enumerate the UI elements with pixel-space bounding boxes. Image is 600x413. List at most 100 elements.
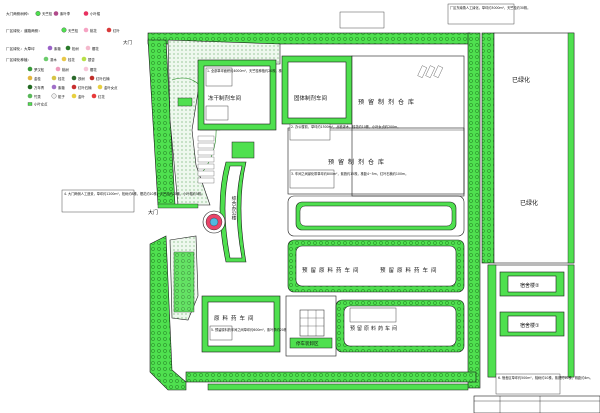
dorm-1-label: 宿舍楼① (520, 322, 540, 329)
tree-icon (106, 27, 112, 33)
legend-item: 紫薇 (58, 85, 65, 90)
note-box-bottom-right (495, 373, 561, 395)
legend-item: 小叶榕 (90, 11, 101, 16)
tree-icon (71, 93, 77, 99)
legend-item: 天竺桂 (42, 11, 53, 16)
api-workshop: 原料药车间 5. 预留原料药车间之间草坪约600m²，紫叶李约20株，株距4~5… (201, 295, 310, 353)
tree-icon (83, 27, 89, 33)
legend-row-0: 大门两侧树种： 天竺桂 紫叶李 小叶榕 (6, 11, 101, 16)
legend-item: 金叶女贞 (104, 85, 118, 90)
greened-label-1: 已绿化 (512, 76, 530, 84)
powder-workshop-label: 冻干制剂车间 (208, 94, 241, 102)
legend-item: 红叶 (113, 28, 120, 33)
tree-icon (83, 66, 89, 72)
legend-row-label: 大门两侧树种： (6, 11, 31, 16)
legend-item: 红叶石楠 (78, 85, 92, 90)
tree-icon (83, 11, 89, 16)
legend-item: 桂花 (68, 57, 75, 62)
vehicle-icons (417, 65, 444, 78)
solid-workshop: 固体制剂车间 (281, 55, 353, 125)
tree-icon (81, 56, 87, 62)
tree-icon (27, 75, 33, 81)
note-6: 6. 宿舍区草坪约500m²，桃树约10株，紫薇约10株，株距约4m。 (498, 375, 593, 380)
office-building: 综合办公楼 (219, 141, 255, 263)
legend-row-7: 竹类 栀子 金叶 红花 (27, 93, 105, 99)
reserve-api-area: 预留原料药车间 预留原料药车间 (287, 195, 465, 293)
tree-icon (35, 11, 41, 16)
legend-item: 栀子 (58, 94, 65, 99)
legend-item: 天竺桂 (68, 28, 79, 33)
tree-icon (51, 84, 57, 90)
gate-hedge (157, 203, 199, 209)
note-box-top (339, 11, 385, 29)
legend-row-4: 罗汉松 桃树 樱花 (27, 66, 97, 72)
reserve-api-label-2: 预留原料药车间 (380, 266, 440, 274)
legend: 大门两侧树种： 天竺桂 紫叶李 小叶榕 厂区绿化：道路两侧： 天竺桂 桃花 红叶… (6, 11, 120, 107)
api-workshop-label: 原料药车间 (214, 314, 257, 322)
central-plaza (202, 210, 226, 234)
grid-building (299, 309, 325, 337)
loading-area: 停车装卸区 (285, 295, 337, 357)
tree-icon (91, 93, 97, 99)
tree-icon (27, 93, 33, 99)
tree-icon (61, 27, 67, 33)
legend-item: 万年青 (34, 85, 45, 90)
legend-item: 桃树 (62, 67, 69, 72)
legend-item: 金叶 (78, 94, 85, 99)
tree-icon (27, 66, 33, 72)
greened-label-2: 已绿化 (520, 199, 538, 207)
legend-row-6: 万年青 紫薇 红叶石楠 金叶女贞 (27, 84, 118, 90)
gate-left-label: 大门 (148, 209, 158, 216)
tree-icon (71, 84, 77, 90)
note-box-top-right (447, 3, 515, 25)
tree-icon (89, 75, 95, 81)
tree-icon (85, 45, 91, 51)
tree-icon (61, 56, 67, 62)
tree-icon (97, 84, 103, 90)
dorm-2-label: 宿舍楼② (520, 282, 540, 289)
legend-row-3: 厂区绿化种植： 灌木 桂花 银杏 (6, 56, 95, 62)
legend-item: 铁树 (78, 76, 85, 81)
solid-workshop-label: 固体制剂车间 (294, 94, 327, 102)
title-block (473, 395, 600, 413)
tree-icon (55, 66, 61, 72)
legend-item: 罗汉松 (34, 67, 45, 72)
tree-icon (71, 75, 77, 81)
legend-item: 红花 (98, 94, 105, 99)
legend-row-1: 厂区绿化：道路两侧： 天竺桂 桃花 红叶 (6, 27, 120, 33)
legend-row-2: 厂区绿化：大草坪 紫薇 松树 樱花 (6, 45, 99, 51)
note-1: 1. 全部草坪面积约4000m²，天竺桂种植约20株，株距6~8m，胸径约8cm… (207, 68, 318, 73)
reserve-warehouse-label-2: 预留制剂仓库 (328, 158, 388, 166)
legend-item: 竹类 (34, 94, 41, 99)
loading-label: 停车装卸区 (296, 340, 319, 347)
dormitory-2: 宿舍楼② (499, 271, 565, 297)
hedge-icon (27, 102, 33, 106)
legend-row-5: 金桂 桂花 铁树 红叶石楠 (27, 75, 110, 81)
office-label: 综合办公楼 (231, 195, 236, 221)
tree-icon (51, 75, 57, 81)
gate-top-label: 大门 (123, 39, 132, 46)
reserve-warehouse-label-1: 预留制剂仓库 (358, 98, 418, 106)
legend-row-8: 小叶女贞 (27, 102, 48, 107)
legend-item: 小叶女贞 (34, 102, 48, 107)
legend-item: 桂花 (58, 76, 65, 81)
legend-item: 红叶石楠 (96, 76, 110, 81)
legend-item: 松树 (72, 46, 79, 51)
legend-item: 桃花 (90, 28, 97, 33)
legend-item: 紫薇 (54, 46, 61, 51)
note-4: 4. 大门两侧人工造景，草坪约1200m²，松树约8株，樱花约10株，天竺桂约2… (64, 191, 204, 196)
reserve-api-label-1: 预留原料药车间 (302, 266, 362, 274)
reserve-api-3: 预留原料药车间 (335, 299, 465, 353)
dormitory-1: 宿舍楼① (499, 311, 565, 337)
garden-lower-left (169, 235, 199, 321)
note-2: 2. 办公楼前，草坪约1500m²，丛植灌木，桂花约10株，小叶女贞约200m。 (291, 124, 400, 129)
note-7: 厂区东南角人工绿化，草坪约3000m²，天竺桂约30株。 (450, 5, 530, 10)
powder-workshop: 冻干制剂车间 1. 全部草坪面积约4000m²，天竺桂种植约20株，株距6~8m… (197, 59, 318, 131)
legend-item: 银杏 (88, 57, 95, 62)
legend-item: 樱花 (92, 46, 99, 51)
tree-icon (65, 45, 71, 51)
legend-item: 紫叶李 (60, 11, 71, 16)
tree-icon (51, 93, 57, 99)
note-box-4 (61, 189, 135, 213)
